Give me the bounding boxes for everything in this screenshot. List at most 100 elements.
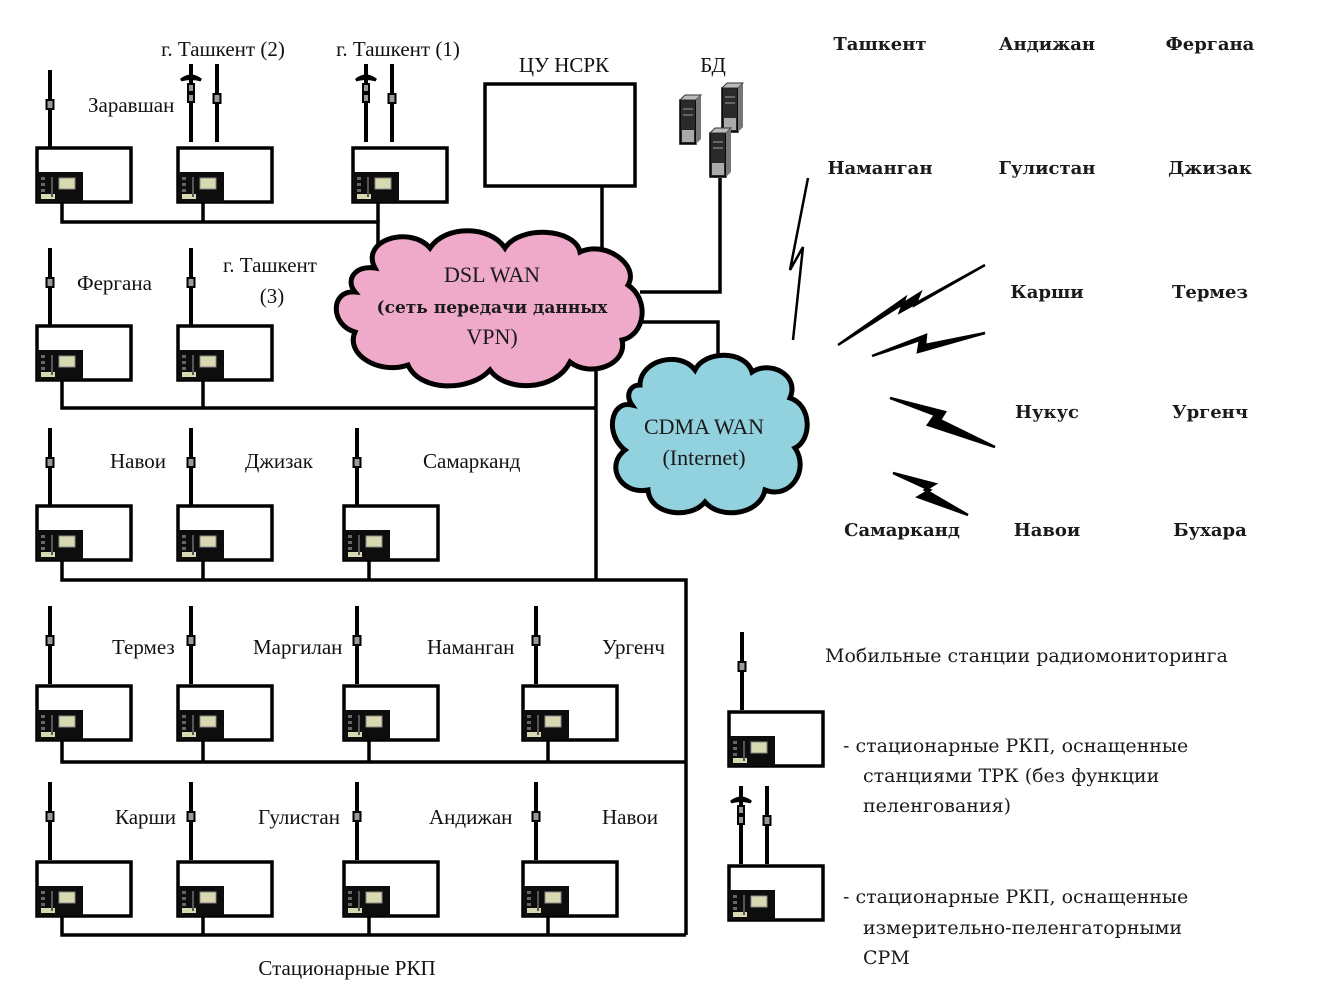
database-servers: БД [679,53,744,178]
station-node: Ургенч [521,604,665,742]
server-icon [709,127,732,178]
control-center-label: ЦУ НСРК [519,53,610,77]
station-label: Маргилан [253,635,342,659]
antenna-icon [44,68,56,150]
station-label: Навои [110,449,166,473]
antenna-icon [736,630,748,712]
station-label: Карши [115,805,176,829]
station-label-tashkent-1: г. Ташкент (1) [336,37,460,61]
station-device-icon [351,146,449,204]
mobile-station-label: Андижан [999,34,1095,55]
station-device-icon [176,860,274,918]
antenna-icon [44,426,56,508]
antenna-icon [211,62,223,144]
dsl-cloud-line3: VPN) [466,324,517,349]
station-label: Гулистан [258,805,340,829]
cdma-wan-cloud: CDMA WAN (Internet) [609,352,810,516]
antenna-icon [386,62,398,144]
station-label-tashkent-3: г. Ташкент [223,253,317,277]
station-node: Термез [35,604,175,742]
antenna-icon [44,246,56,328]
station-device-icon [35,146,133,204]
antenna-icon [761,784,773,866]
direction-finder-antenna-icon [179,62,203,144]
station-node: Фергана [35,246,153,382]
station-label: Навои [602,805,658,829]
mobile-station-label: Навои [1014,520,1081,541]
station-label: Наманган [427,635,514,659]
connection-lines [60,178,722,937]
station-node [176,62,274,204]
station-node: Гулистан [176,780,340,918]
direction-finder-antenna-icon [729,784,753,866]
station-node: Навои [521,780,658,918]
station-label: Андижан [429,805,512,829]
station-node: Навои [35,426,166,562]
antenna-icon [530,780,542,862]
station-device-icon [521,684,619,742]
station-device-icon [727,710,825,768]
antenna-icon [185,426,197,508]
station-device-icon [35,684,133,742]
station-device-icon [35,860,133,918]
mobile-station-label: Джизак [1168,158,1252,179]
antenna-icon [44,604,56,686]
station-device-icon [342,684,440,742]
antenna-icon [185,604,197,686]
station-label: Фергана [77,271,153,295]
mobile-station-label: Бухара [1173,520,1247,541]
station-node [351,62,449,204]
antenna-icon [530,604,542,686]
station-device-icon [176,146,274,204]
legend-df-line1: - стационарные РКП, оснащенные [843,886,1188,908]
mobile-station-label: Ургенч [1172,402,1248,423]
lightning-icon [892,471,969,517]
antenna-icon [44,780,56,862]
control-center: ЦУ НСРК [483,53,637,188]
dsl-wan-cloud: DSL WAN (сеть передачи данных VPN) [333,228,645,389]
legend-df-line2: измерительно-пеленгаторными [863,917,1182,939]
legend-mobile: Мобильные станции радиомониторинга [825,645,1228,667]
server-icon [679,94,702,145]
mobile-station-label: Наманган [827,158,932,179]
legend-trk-line2: станциями ТРК (без функции [863,765,1159,787]
mobile-station-label: Термез [1172,282,1248,303]
cdma-cloud-line2: (Internet) [662,445,745,470]
station-label-tashkent-3-number: (3) [260,284,285,308]
station-label: Ургенч [602,635,665,659]
legend-trk-line1: - стационарные РКП, оснащенные [843,735,1188,757]
station-device-icon [342,504,440,562]
legend-df-line3: СРМ [863,947,910,969]
station-node: Маргилан [176,604,342,742]
stationary-caption: Стационарные РКП [258,956,435,980]
mobile-station-label: Ташкент [833,34,926,55]
station-label-tashkent-2: г. Ташкент (2) [161,37,285,61]
legend-trk-line3: пеленгования) [863,795,1011,817]
dsl-cloud-title: DSL WAN [444,262,540,287]
station-label: Термез [112,635,175,659]
station-node: Джизак [176,426,314,562]
mobile-station-label: Фергана [1166,34,1255,55]
antenna-icon [185,246,197,328]
legend: Мобильные станции радиомониторинга - ста… [727,630,1228,969]
station-device-icon [176,324,274,382]
lightning-icon [889,396,996,449]
station-device-icon [35,504,133,562]
cdma-cloud-title: CDMA WAN [644,414,764,439]
station-node: Наманган [342,604,514,742]
mobile-station-label: Самарканд [844,520,960,541]
station-node: Самарканд [342,426,521,562]
station-node: Андижан [342,780,512,918]
station-node: Карши [35,780,176,918]
mobile-station-label: Гулистан [999,158,1096,179]
station-label: Самарканд [423,449,521,473]
wireless-links [788,177,996,517]
station-device-icon [521,860,619,918]
station-label: Заравшан [88,93,174,117]
antenna-icon [351,604,363,686]
station-device-icon [176,504,274,562]
antenna-icon [351,780,363,862]
